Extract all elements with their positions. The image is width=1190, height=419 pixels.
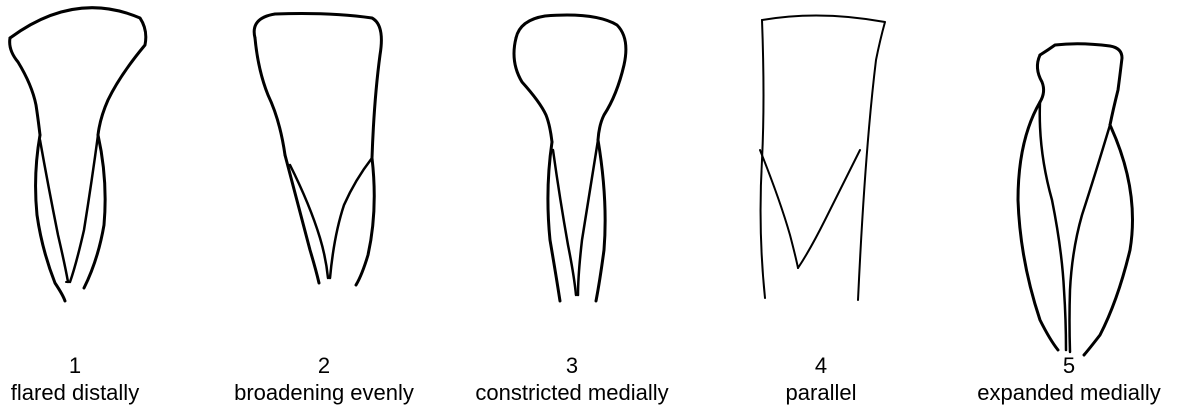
shape-label: expanded medially xyxy=(939,379,1190,406)
shape-label: constricted medially xyxy=(442,379,702,406)
caption-shape-5: 5 expanded medially xyxy=(939,352,1190,406)
shape-number: 1 xyxy=(0,352,205,379)
caption-shape-4: 4 parallel xyxy=(691,352,951,406)
shape-5-expanded-medially xyxy=(1018,44,1133,355)
shape-label: broadening evenly xyxy=(194,379,454,406)
shape-number: 5 xyxy=(939,352,1190,379)
caption-shape-1: 1 flared distally xyxy=(0,352,205,406)
shape-1-flared-distally xyxy=(10,8,146,301)
caption-shape-2: 2 broadening evenly xyxy=(194,352,454,406)
shape-3-constricted-medially xyxy=(514,15,626,301)
shape-number: 2 xyxy=(194,352,454,379)
shape-number: 3 xyxy=(442,352,702,379)
shape-2-broadening-evenly xyxy=(254,14,381,286)
shape-4-parallel xyxy=(760,15,885,300)
shape-label: flared distally xyxy=(0,379,205,406)
caption-shape-3: 3 constricted medially xyxy=(442,352,702,406)
shape-number: 4 xyxy=(691,352,951,379)
shape-label: parallel xyxy=(691,379,951,406)
